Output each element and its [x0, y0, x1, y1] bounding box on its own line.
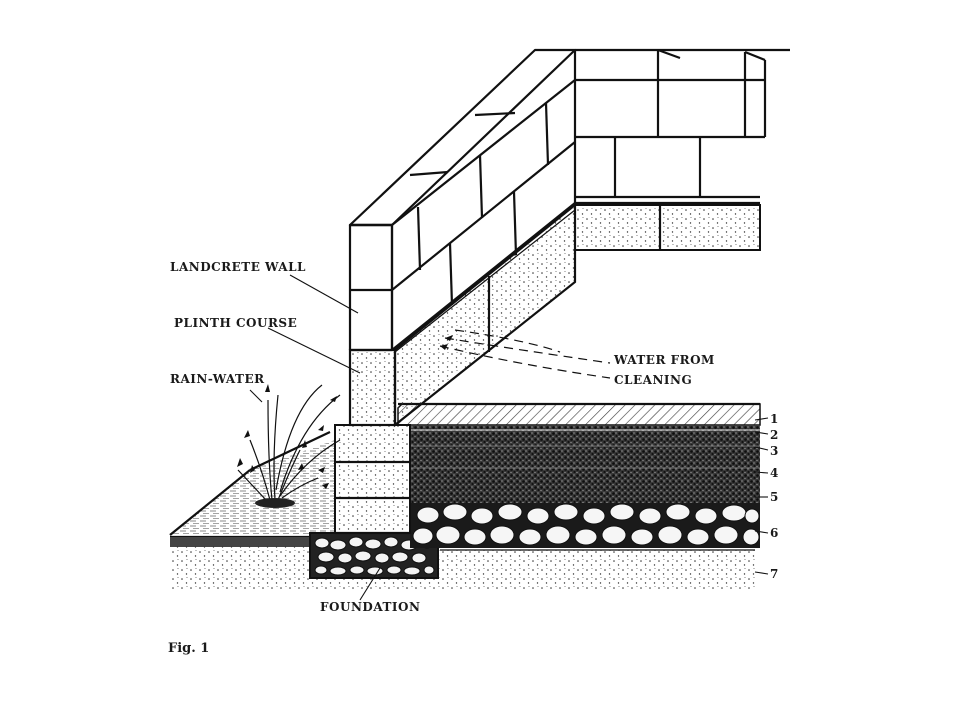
layer-number-4: 4	[770, 466, 778, 480]
outside-ground	[169, 431, 335, 547]
figure-caption: Fig. 1	[168, 641, 209, 656]
layer-number-1: 1	[770, 412, 778, 426]
plinth-course	[348, 202, 761, 428]
landcrete-wall	[348, 48, 790, 352]
label-cleaning: CLEANING	[614, 373, 692, 387]
cleaning-water-dashes	[439, 329, 611, 379]
label-rain-water: RAIN-WATER	[170, 372, 265, 386]
layer-number-2: 2	[770, 428, 778, 442]
layer-number-3: 3	[770, 444, 778, 458]
label-plinth-course: PLINTH COURSE	[174, 316, 297, 330]
sub-floor-wall	[334, 424, 411, 535]
floor-layers	[397, 402, 761, 548]
subsoil-layer	[170, 545, 755, 590]
layer-number-5: 5	[770, 490, 778, 504]
label-landcrete-wall: LANDCRETE WALL	[170, 260, 306, 274]
leader-lines	[249, 274, 769, 601]
label-foundation: FOUNDATION	[320, 600, 420, 614]
layer-number-6: 6	[770, 526, 778, 540]
label-water-from: WATER FROM	[613, 353, 715, 367]
rain-water-splash	[237, 384, 341, 508]
layer-number-7: 7	[770, 567, 778, 581]
